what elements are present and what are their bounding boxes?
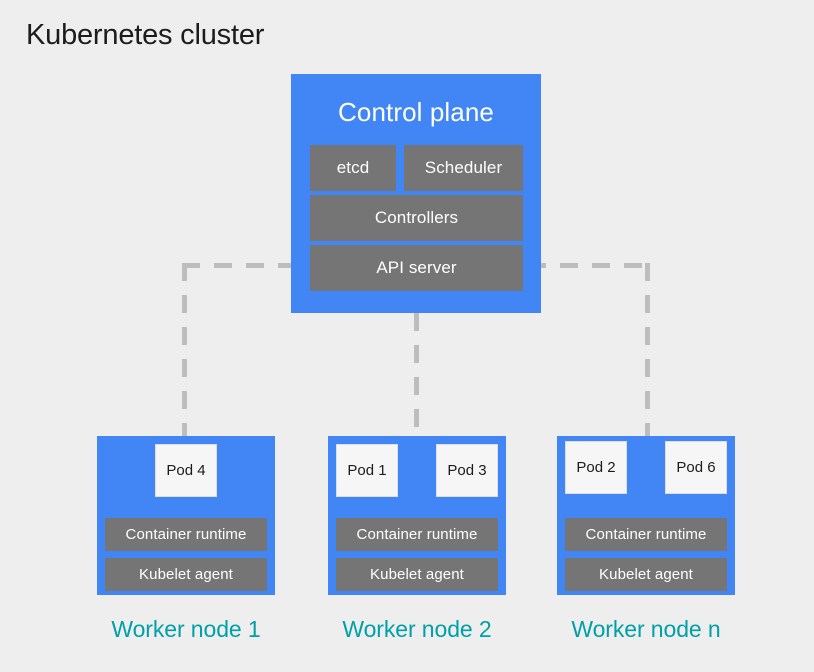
control-plane-component-label: Scheduler [424, 158, 503, 177]
worker-node-component-label: Kubelet agent [139, 566, 233, 583]
control-plane-component-label: Controllers [374, 208, 459, 227]
worker-node-2-kubelet-agent[interactable]: Kubelet agent [336, 558, 498, 591]
control-plane-component-label: API server [376, 258, 457, 277]
pod-box-pod-2[interactable]: Pod 2 [565, 441, 627, 494]
control-plane-component-controllers[interactable]: Controllers [310, 195, 523, 241]
worker-node-1-label: Worker node 1 [111, 616, 261, 642]
worker-node-component-label: Container runtime [125, 526, 247, 543]
pod-label: Pod 4 [166, 462, 206, 479]
worker-node-component-label: Container runtime [585, 526, 707, 543]
control-plane-component-scheduler[interactable]: Scheduler [404, 145, 523, 191]
pod-box-pod-1[interactable]: Pod 1 [336, 444, 398, 497]
control-plane-box[interactable]: Control plane etcd Scheduler Controllers… [291, 74, 541, 313]
pod-label: Pod 6 [676, 459, 716, 476]
control-plane-component-label: etcd [336, 158, 370, 177]
connector-api-to-worker-1-horizontal [182, 263, 302, 268]
worker-node-component-label: Kubelet agent [599, 566, 693, 583]
connector-api-to-worker-2-vertical [414, 313, 419, 438]
worker-node-2-container-runtime[interactable]: Container runtime [336, 518, 498, 551]
worker-node-n-kubelet-agent[interactable]: Kubelet agent [565, 558, 727, 591]
worker-node-component-label: Container runtime [356, 526, 478, 543]
worker-node-n-box[interactable]: Pod 2 Pod 6 Container runtime Kubelet ag… [557, 436, 735, 595]
pod-label: Pod 2 [576, 459, 616, 476]
connector-api-to-worker-n-vertical [645, 263, 650, 438]
pod-box-pod-4[interactable]: Pod 4 [155, 444, 217, 497]
pod-label: Pod 1 [347, 462, 387, 479]
worker-node-1-kubelet-agent[interactable]: Kubelet agent [105, 558, 267, 591]
worker-node-1-container-runtime[interactable]: Container runtime [105, 518, 267, 551]
pod-label: Pod 3 [447, 462, 487, 479]
page-title: Kubernetes cluster [26, 19, 265, 51]
pod-box-pod-3[interactable]: Pod 3 [436, 444, 498, 497]
pod-box-pod-6[interactable]: Pod 6 [665, 441, 727, 494]
control-plane-component-api-server[interactable]: API server [310, 245, 523, 291]
worker-node-n-label: Worker node n [571, 616, 721, 642]
control-plane-title: Control plane [338, 97, 494, 127]
connector-api-to-worker-1-vertical [182, 263, 187, 438]
worker-node-2-box[interactable]: Pod 1 Pod 3 Container runtime Kubelet ag… [328, 436, 506, 595]
worker-node-2-label: Worker node 2 [342, 616, 492, 642]
control-plane-component-etcd[interactable]: etcd [310, 145, 396, 191]
worker-node-component-label: Kubelet agent [370, 566, 464, 583]
worker-node-1-box[interactable]: Pod 4 Container runtime Kubelet agent [97, 436, 275, 595]
worker-node-n-container-runtime[interactable]: Container runtime [565, 518, 727, 551]
connector-api-to-worker-n-horizontal [528, 263, 650, 268]
